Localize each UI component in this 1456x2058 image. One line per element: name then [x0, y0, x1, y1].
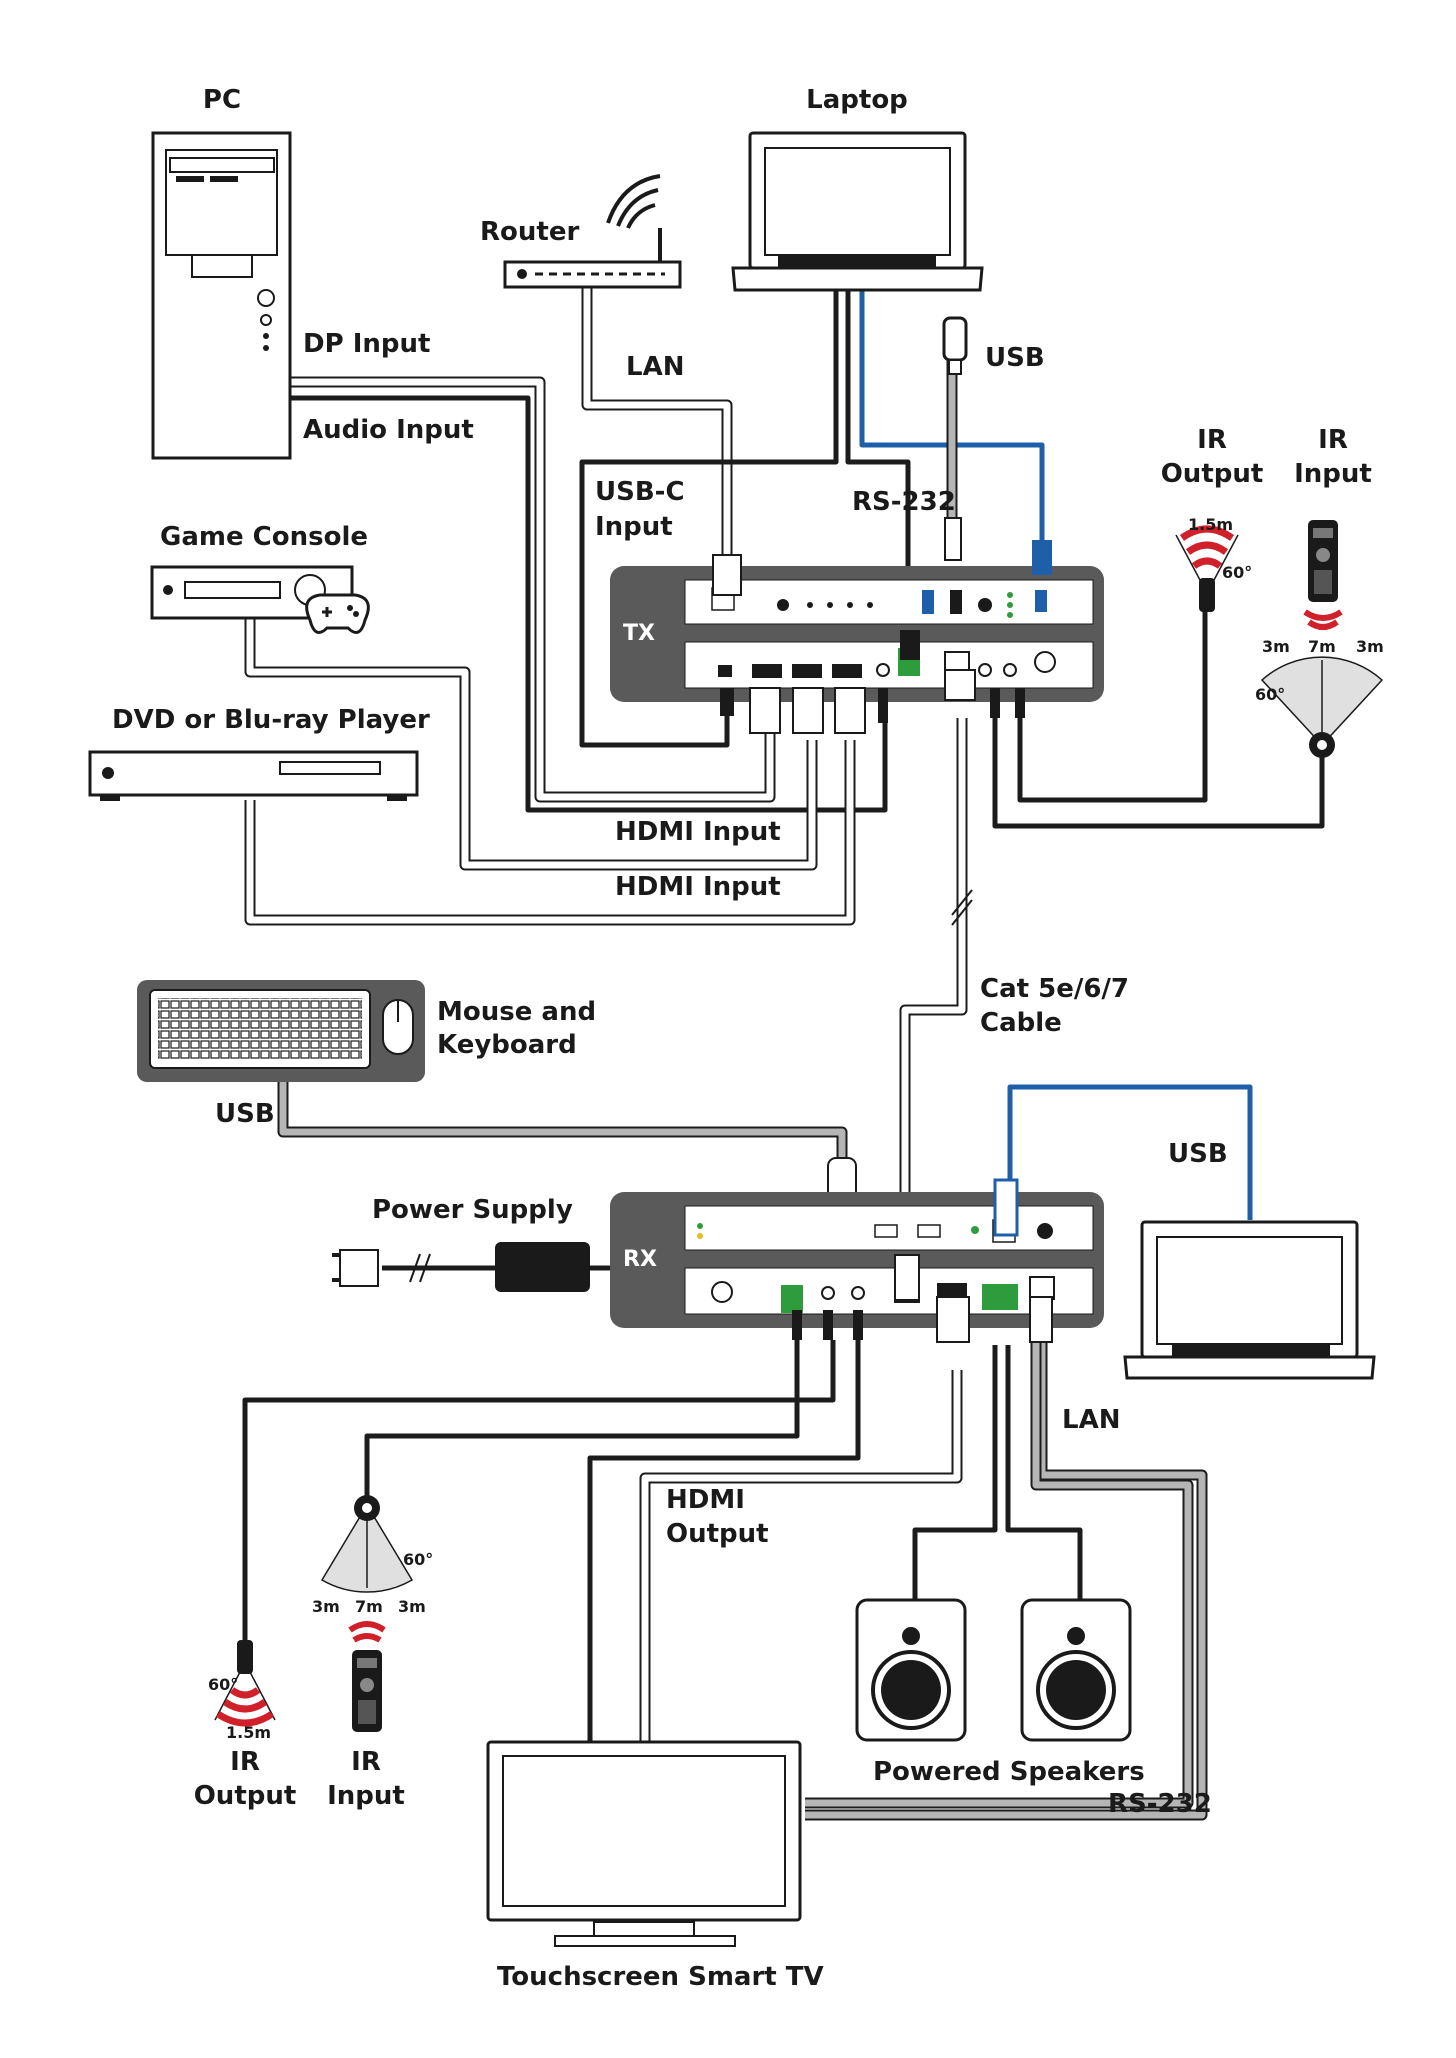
ir-in-top-left: 3m	[1262, 637, 1290, 656]
laptop-top-label: Laptop	[806, 85, 908, 115]
pc-label: PC	[203, 85, 241, 115]
hdmi-input-label-2: HDMI Input	[615, 872, 781, 902]
speaker-cable-right	[1005, 1345, 1083, 1602]
power-supply-label: Power Supply	[372, 1195, 573, 1225]
usb-left-label: USB	[215, 1099, 275, 1129]
cat-cable-label-1: Cat 5e/6/7	[980, 974, 1129, 1004]
ir-in-bottom-right: 3m	[398, 1597, 426, 1616]
cables	[242, 285, 1325, 1821]
laptop-top	[731, 131, 984, 292]
ir-receiver-bottom	[320, 1495, 414, 1593]
lan-top-label: LAN	[626, 352, 684, 382]
ir-remote-top	[1303, 520, 1343, 630]
ir-output-bottom-cable	[242, 1340, 836, 1640]
ir-signal-icon	[1303, 609, 1343, 630]
ir-signal-icon	[216, 1687, 274, 1727]
powered-speakers-label: Powered Speakers	[873, 1757, 1145, 1787]
ir-input-top-cable	[992, 712, 1325, 829]
ir-output-top-label-2: Output	[1161, 459, 1264, 489]
gamepad-icon	[305, 593, 370, 634]
tv-cable	[587, 1340, 861, 1742]
speaker-left	[855, 1598, 967, 1742]
ir-in-bottom-mid: 7m	[355, 1597, 383, 1616]
dvd-player	[88, 750, 419, 801]
laptop-bottom	[1123, 1220, 1376, 1380]
speaker-right	[1020, 1598, 1132, 1742]
ir-out-top-angle: 60°	[1222, 563, 1252, 582]
ir-output-top-label-1: IR	[1197, 425, 1227, 455]
dp-input-label: DP Input	[303, 329, 430, 359]
ir-input-bottom-cable	[364, 1340, 800, 1505]
usbc-input-label-1: USB-C	[595, 477, 685, 507]
cat-cable	[899, 718, 968, 1260]
ir-signal-icon	[348, 1621, 386, 1643]
ir-input-top-label-2: Input	[1294, 459, 1372, 489]
ir-input-bottom-label-1: IR	[351, 1747, 381, 1777]
tx-connectors	[712, 517, 1052, 734]
ir-in-bottom-left: 3m	[312, 1597, 340, 1616]
usb-top-label: USB	[985, 343, 1045, 373]
rx-label: RX	[623, 1247, 657, 1272]
touchscreen-tv	[486, 1740, 802, 1947]
mouse-keyboard-label-2: Keyboard	[437, 1030, 577, 1060]
ir-signal-icon	[1179, 525, 1235, 569]
ir-out-bottom-range: 1.5m	[226, 1723, 271, 1742]
game-console	[150, 565, 370, 634]
ir-emitter-bottom	[214, 1640, 276, 1727]
tx-label: TX	[623, 621, 655, 646]
lan-bottom-cable	[805, 1340, 1208, 1821]
usbc-cable	[579, 290, 839, 748]
ir-remote-bottom	[348, 1621, 386, 1732]
ir-in-top-mid: 7m	[1308, 637, 1336, 656]
speaker-cable-left	[912, 1345, 998, 1602]
wifi-icon	[606, 174, 661, 229]
ir-output-top-cable	[1017, 610, 1208, 803]
rs232-top-label: RS-232	[852, 487, 956, 517]
ir-output-bottom-label-1: IR	[230, 1747, 260, 1777]
ir-input-top-label-1: IR	[1318, 425, 1348, 455]
ir-output-bottom-label-2: Output	[194, 1781, 297, 1811]
router	[503, 174, 682, 289]
ir-input-bottom-label-2: Input	[327, 1781, 405, 1811]
ir-out-bottom-angle: 60°	[208, 1675, 238, 1694]
mouse-keyboard-label-1: Mouse and	[437, 997, 596, 1027]
power-supply	[332, 1242, 635, 1292]
rs232-bottom-label: RS-232	[1108, 1789, 1212, 1819]
rs232-top-cable	[845, 290, 911, 645]
audio-cable	[288, 395, 888, 813]
hdmi-input-label-1: HDMI Input	[615, 817, 781, 847]
ir-receiver-top	[1260, 656, 1384, 758]
usb-blue-cable-bottom	[1007, 1084, 1253, 1220]
ir-emitter-top	[1175, 525, 1239, 612]
usb-right-label: USB	[1168, 1139, 1228, 1169]
keyboard-and-mouse	[137, 980, 425, 1082]
cat-cable-label-2: Cable	[980, 1008, 1062, 1038]
ir-in-top-right: 3m	[1356, 637, 1384, 656]
hdmi-output-label-1: HDMI	[666, 1485, 745, 1515]
ir-in-bottom-angle: 60°	[403, 1550, 433, 1569]
hdmi-output-label-2: Output	[666, 1519, 769, 1549]
audio-input-label: Audio Input	[303, 415, 474, 445]
dvd-player-label: DVD or Blu-ray Player	[112, 705, 430, 735]
game-console-label: Game Console	[160, 522, 368, 552]
touchscreen-tv-label: Touchscreen Smart TV	[497, 1962, 824, 1992]
router-label: Router	[480, 217, 579, 247]
pc-tower	[151, 131, 292, 460]
usb-stick	[942, 316, 968, 375]
power-plug-icon	[332, 1253, 340, 1282]
ir-out-top-range: 1.5m	[1188, 515, 1233, 534]
rx-connectors	[792, 1178, 1053, 1343]
lan-bottom-label: LAN	[1062, 1405, 1120, 1435]
usbc-input-label-2: Input	[595, 512, 673, 542]
tx-unit	[610, 566, 1104, 702]
ir-in-top-angle: 60°	[1255, 685, 1285, 704]
